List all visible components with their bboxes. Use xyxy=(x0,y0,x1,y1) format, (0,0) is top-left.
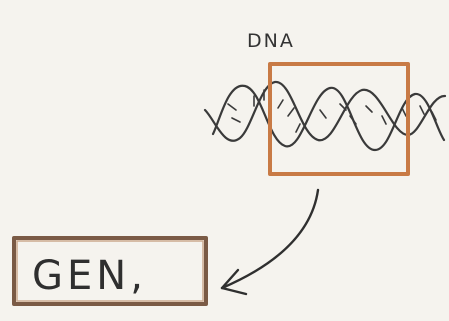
dna-rung xyxy=(419,105,425,115)
gene-box-inner-tint xyxy=(16,240,204,302)
dna-rung xyxy=(365,105,373,113)
dna-rung xyxy=(227,103,237,111)
gene-box xyxy=(12,236,208,306)
dna-strand-b xyxy=(211,84,446,152)
dna-rung xyxy=(295,123,301,133)
dna-rung xyxy=(277,99,284,109)
dna-rung xyxy=(319,109,327,119)
dna-rung xyxy=(339,103,347,111)
arrow-shaft xyxy=(220,188,320,290)
dna-rung xyxy=(401,107,407,117)
gene-label: GEN, xyxy=(32,253,147,299)
dna-rung xyxy=(231,117,241,123)
gene-highlight-box xyxy=(268,62,410,176)
dna-rungs xyxy=(227,89,437,133)
arrow-head xyxy=(220,268,248,296)
dna-label: DNA xyxy=(247,30,295,52)
dna-rung xyxy=(431,111,437,121)
dna-rung xyxy=(287,107,295,117)
dna-rung xyxy=(349,115,357,125)
dna-rung xyxy=(381,115,387,125)
